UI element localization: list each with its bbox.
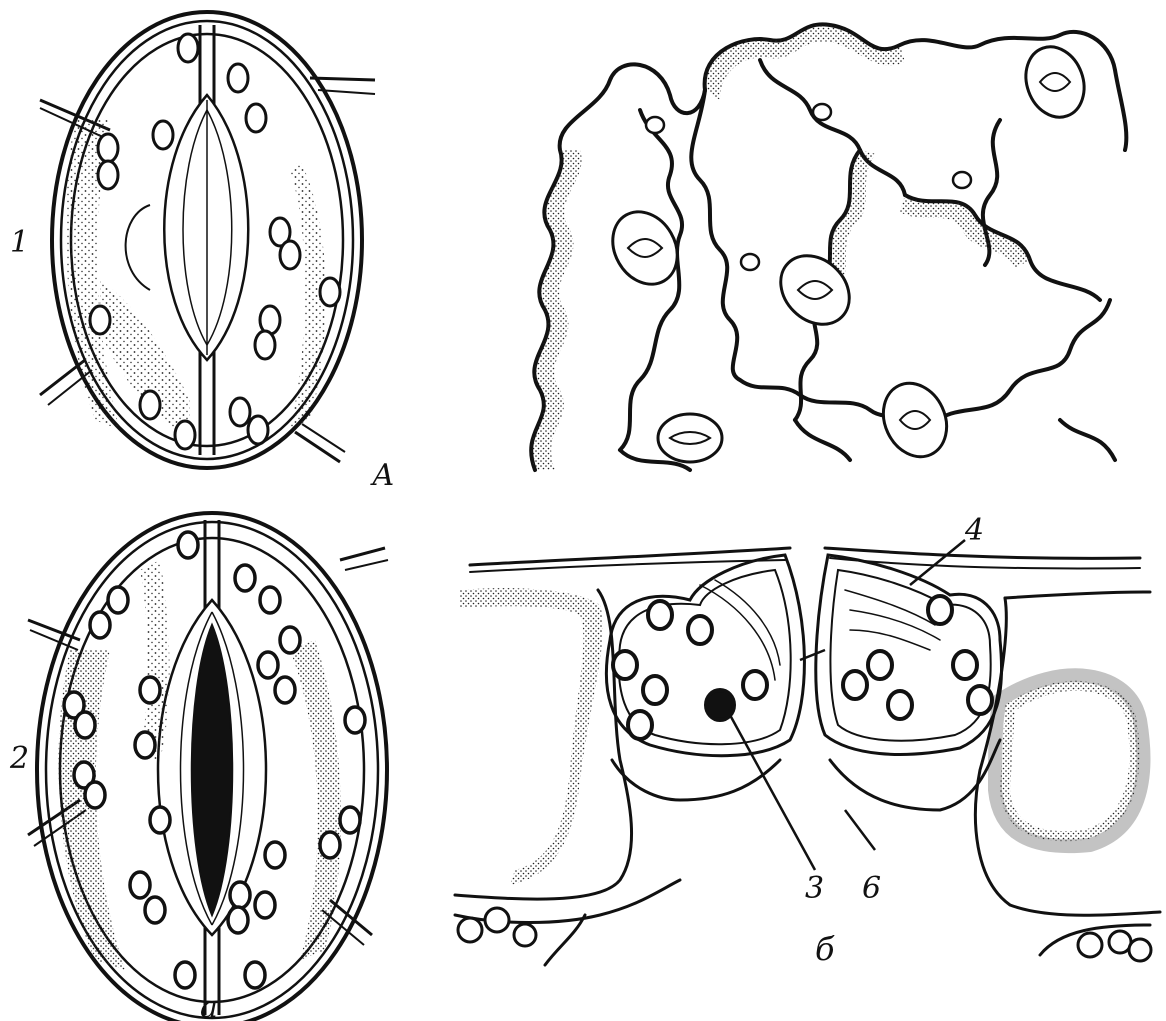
epidermis-stoma-pores: [628, 73, 1070, 444]
label-panel-b: б: [815, 930, 835, 968]
label-panel-a: а: [200, 990, 218, 1021]
leader-lines: [730, 540, 965, 870]
label-cuticle-ledge: 4: [964, 513, 984, 548]
label-stoma-open: 2: [9, 741, 29, 776]
bottom-cells-circles: [458, 908, 1151, 961]
label-substomatal-cavity: 6: [862, 871, 881, 906]
label-stoma-closed: 1: [10, 225, 29, 260]
label-chloroplast: 3: [805, 871, 824, 906]
label-panel-A: А: [370, 458, 395, 493]
